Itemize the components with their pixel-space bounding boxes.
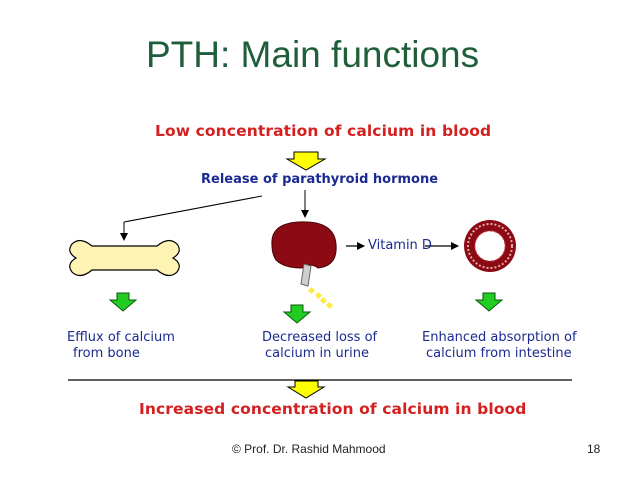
slide-title: PTH: Main functions <box>146 34 480 75</box>
calcium-dots <box>307 286 334 310</box>
effect-bone-line1: Efflux of calcium <box>67 330 175 345</box>
page-number: 18 <box>587 442 601 456</box>
yellow-arrow-bottom <box>286 380 326 399</box>
intestine-icon <box>464 220 516 272</box>
green-arrow-kidney <box>282 304 312 324</box>
green-arrow-intestine <box>474 292 504 312</box>
footer-credit: © Prof. Dr. Rashid Mahmood <box>232 442 386 456</box>
effect-kidney-line2: calcium in urine <box>265 346 369 361</box>
yellow-arrow-top <box>285 151 327 171</box>
vitamin-d-label: Vitamin D <box>368 238 432 253</box>
effect-kidney-line1: Decreased loss of <box>262 330 378 345</box>
effect-intestine-line1: Enhanced absorption of <box>422 330 577 345</box>
green-arrow-bone <box>108 292 138 312</box>
connector-to-bone <box>123 195 263 223</box>
bottom-label: Increased concentration of calcium in bl… <box>139 400 527 418</box>
kidney-icon <box>271 221 337 287</box>
effect-bone-line2: from bone <box>73 346 140 361</box>
release-label: Release of parathyroid hormone <box>201 172 439 187</box>
effect-intestine-line2: calcium from intestine <box>426 346 572 361</box>
top-label: Low concentration of calcium in blood <box>155 122 492 140</box>
bone-icon <box>69 239 180 277</box>
